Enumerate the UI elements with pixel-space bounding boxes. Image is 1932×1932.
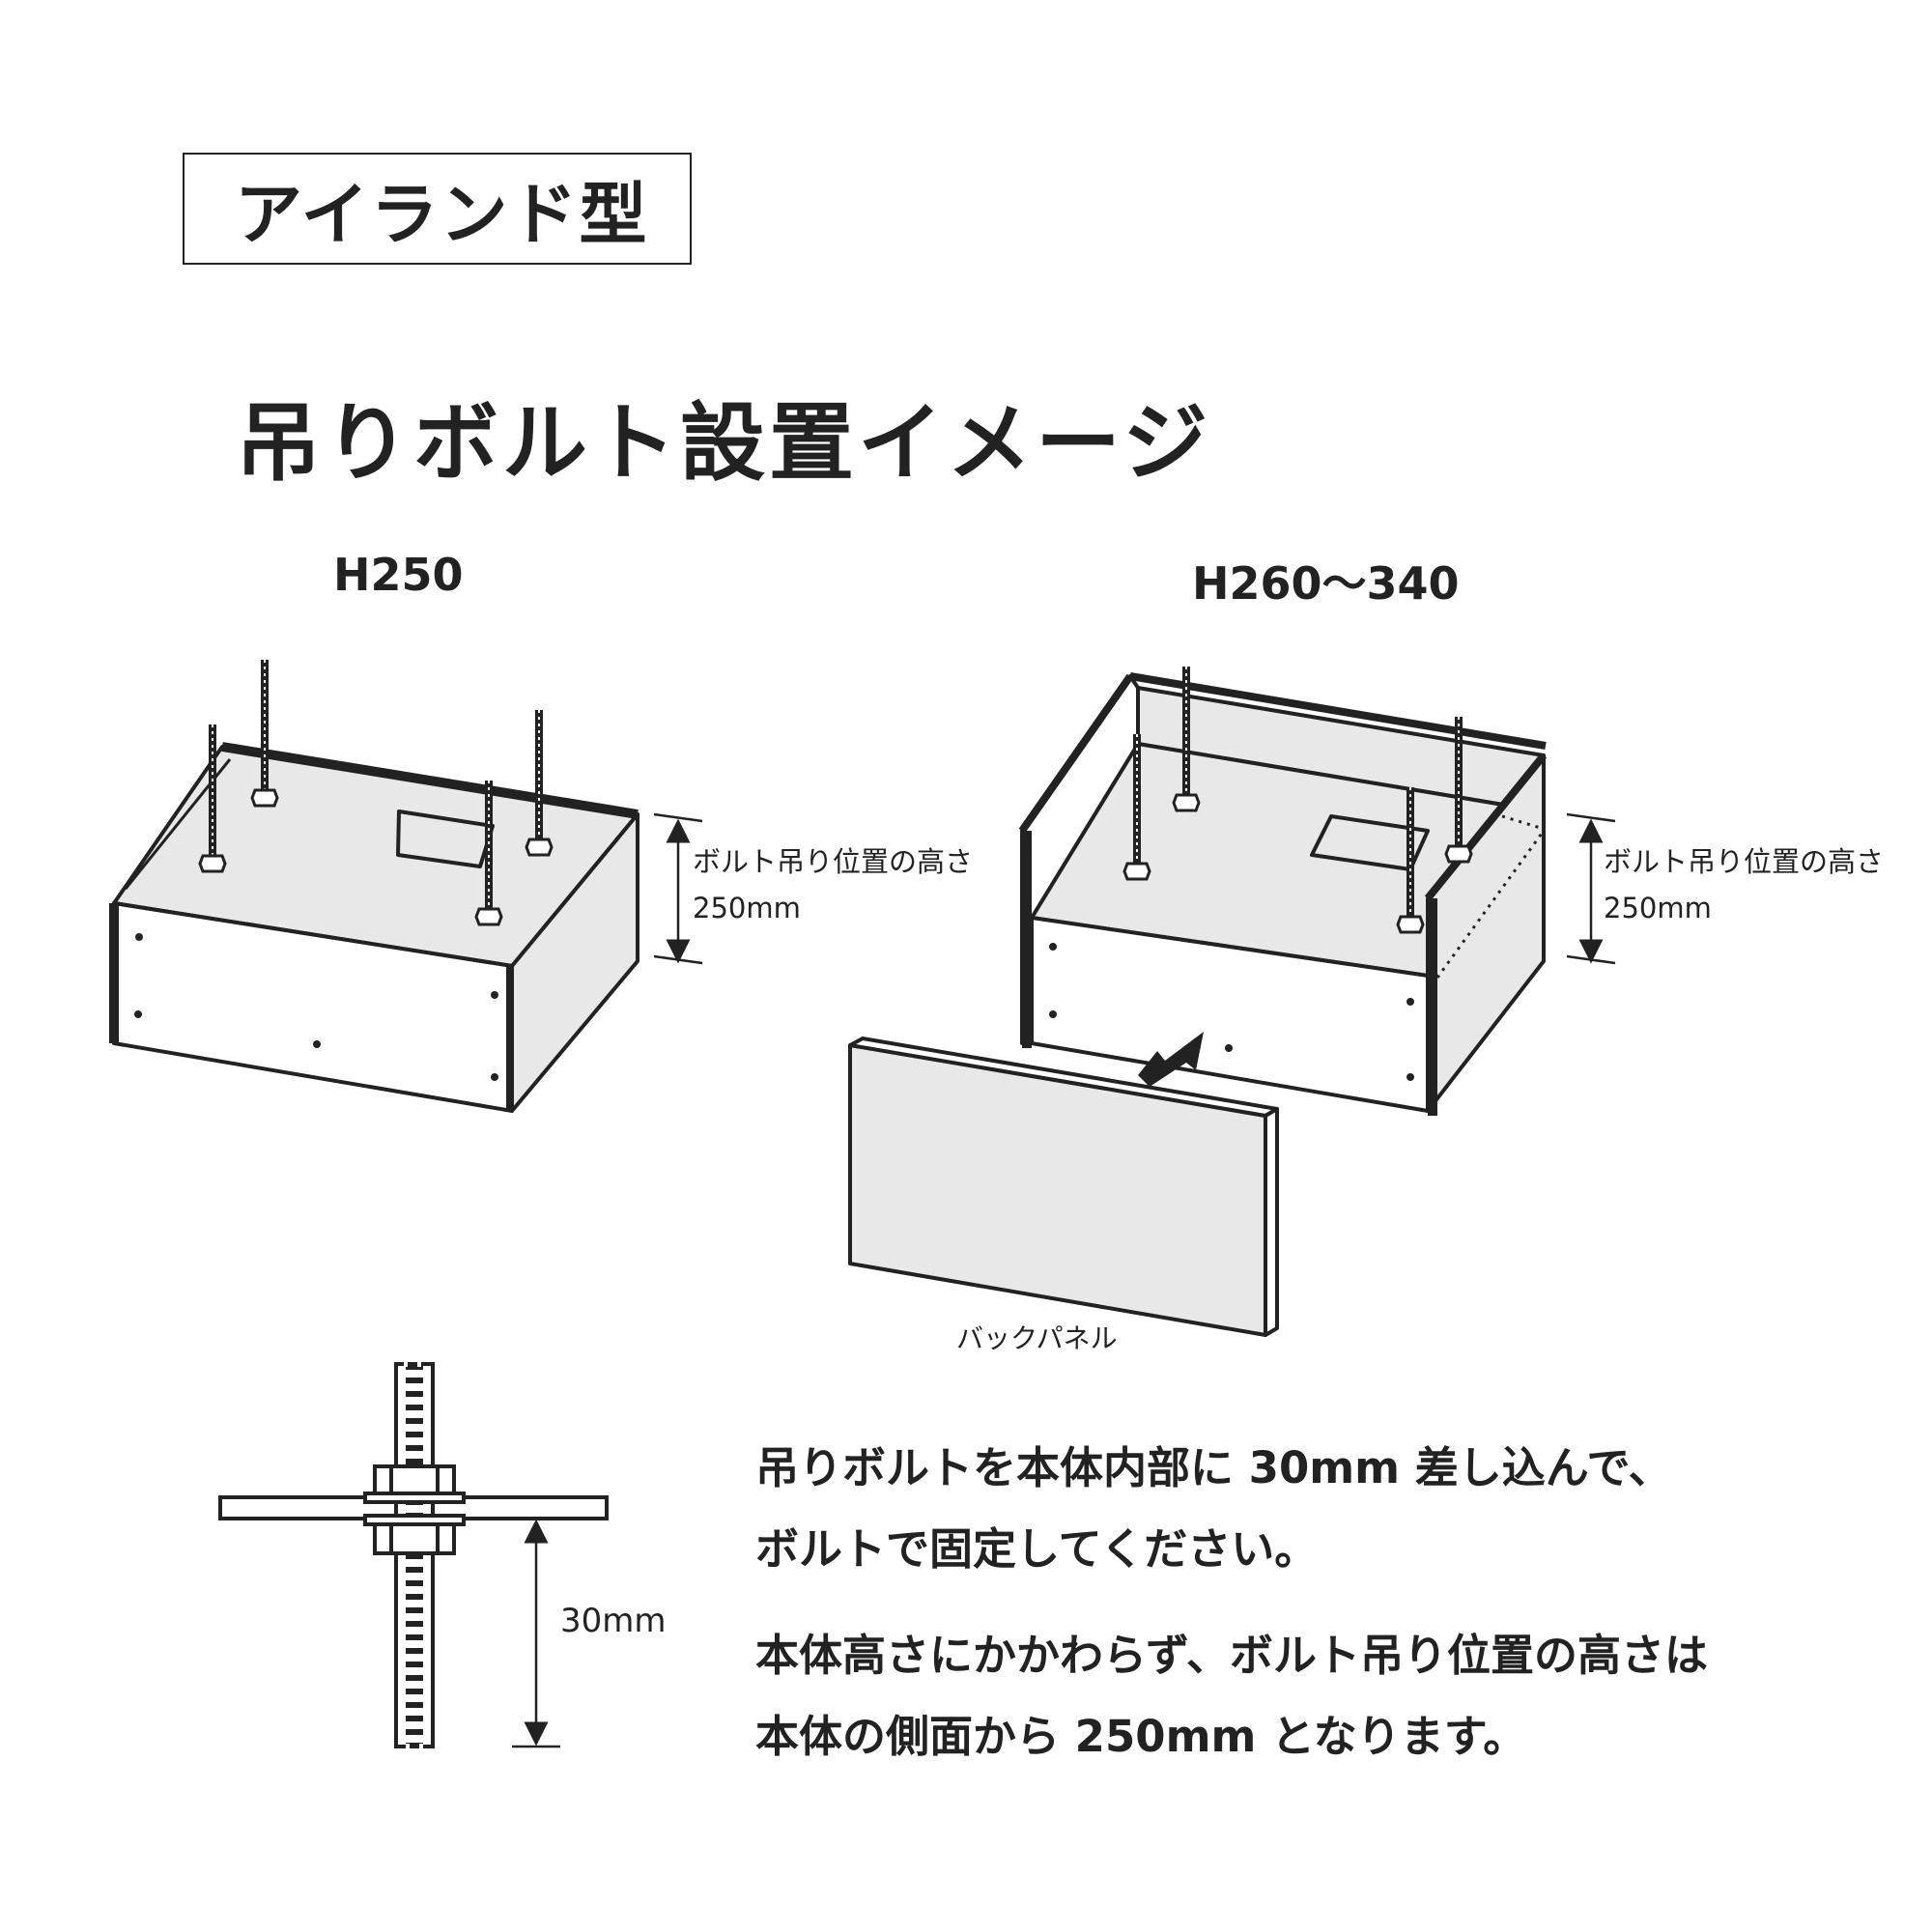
type-label-box: アイランド型 <box>183 153 692 265</box>
insert-arrow-icon <box>1138 1032 1204 1087</box>
right-cabinet <box>1018 672 1548 1116</box>
right-cabinet-screws <box>1024 838 1436 1081</box>
right-dimension-caption: ボルト吊り位置の高さ <box>1604 845 1885 878</box>
left-cabinet-bolts <box>198 660 554 926</box>
instruction-paragraph-1: 吊りボルトを本体内部に 30mm 差し込んで、 ボルトで固定してください。 <box>755 1428 1672 1590</box>
washer-upper <box>363 1492 466 1504</box>
back-panel <box>848 1037 1279 1337</box>
hanging-bolt <box>250 660 279 808</box>
hanging-bolt <box>474 781 503 926</box>
bolt-dimension-label: 30mm <box>560 1602 667 1640</box>
right-dimension-arrow <box>1566 812 1616 965</box>
left-cabinet <box>109 742 639 1113</box>
left-cabinet-screws <box>134 933 498 1081</box>
hanging-bolt <box>525 710 554 857</box>
instruction-line: 本体高さにかかわらず、ボルト吊り位置の高さは <box>755 1630 1708 1681</box>
type-label: アイランド型 <box>235 174 649 254</box>
right-figure-label: H260〜340 <box>1192 557 1460 610</box>
hanging-bolt <box>1172 667 1201 812</box>
left-dimension-value: 250mm <box>693 892 801 924</box>
left-figure-label: H250 <box>333 549 464 601</box>
instruction-line: ボルトで固定してください。 <box>755 1523 1319 1575</box>
instruction-paragraph-2: 本体高さにかかわらず、ボルト吊り位置の高さは 本体の側面から 250mm となり… <box>755 1615 1708 1777</box>
bolt-detail <box>218 1361 609 1749</box>
right-dimension-value: 250mm <box>1604 892 1712 924</box>
hanging-bolt <box>1396 787 1425 934</box>
instruction-line: 吊りボルトを本体内部に 30mm 差し込んで、 <box>755 1442 1672 1493</box>
bolt-dimension-arrow <box>512 1517 560 1748</box>
page-title: 吊りボルト設置イメージ <box>236 393 1212 493</box>
back-panel-face <box>848 1043 1267 1337</box>
right-cabinet-bolts <box>1122 667 1473 934</box>
hanging-bolt <box>1444 717 1473 864</box>
back-panel-side-edge <box>1264 1107 1279 1337</box>
left-cabinet-opening <box>396 810 495 868</box>
left-dimension-arrow <box>653 812 703 965</box>
hanging-bolt <box>198 724 227 873</box>
nut-lower <box>373 1522 456 1555</box>
hanging-bolt <box>1122 734 1151 881</box>
nut-upper <box>373 1464 456 1497</box>
instruction-line: 本体の側面から 250mm となります。 <box>755 1711 1527 1762</box>
right-dimension-label: ボルト吊り位置の高さ 250mm <box>1604 838 1884 931</box>
left-dimension-label: ボルト吊り位置の高さ 250mm <box>693 838 973 931</box>
back-panel-label: バックパネル <box>956 1322 1118 1354</box>
left-dimension-caption: ボルト吊り位置の高さ <box>693 845 974 878</box>
